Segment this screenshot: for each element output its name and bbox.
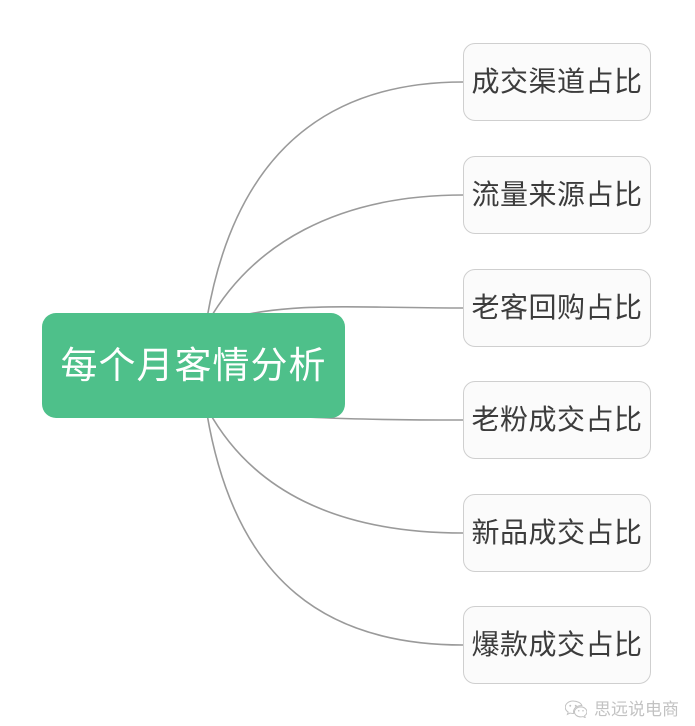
root-node-label: 每个月客情分析 bbox=[60, 345, 327, 386]
watermark-label: 思远说电商 bbox=[594, 699, 679, 719]
branch-node-2[interactable]: 流量来源占比 bbox=[463, 156, 651, 234]
branch-node-label: 老客回购占比 bbox=[471, 292, 643, 323]
branch-node-1[interactable]: 成交渠道占比 bbox=[463, 43, 651, 121]
connector-line-6 bbox=[206, 413, 464, 646]
branch-node-6[interactable]: 爆款成交占比 bbox=[463, 606, 651, 684]
connector-line-2 bbox=[207, 194, 464, 323]
connector-line-5 bbox=[207, 409, 464, 534]
branch-node-5[interactable]: 新品成交占比 bbox=[463, 494, 651, 572]
branch-node-3[interactable]: 老客回购占比 bbox=[463, 269, 651, 347]
wechat-icon bbox=[565, 700, 587, 718]
branch-node-label: 新品成交占比 bbox=[471, 517, 643, 548]
branch-node-label: 老粉成交占比 bbox=[471, 404, 643, 435]
branch-node-label: 流量来源占比 bbox=[471, 179, 643, 210]
connector-line-1 bbox=[206, 81, 464, 319]
branch-node-label: 成交渠道占比 bbox=[471, 66, 643, 97]
branch-node-label: 爆款成交占比 bbox=[471, 629, 643, 660]
root-node[interactable]: 每个月客情分析 bbox=[42, 313, 345, 418]
watermark: 思远说电商 bbox=[565, 700, 679, 718]
branch-node-4[interactable]: 老粉成交占比 bbox=[463, 381, 651, 459]
